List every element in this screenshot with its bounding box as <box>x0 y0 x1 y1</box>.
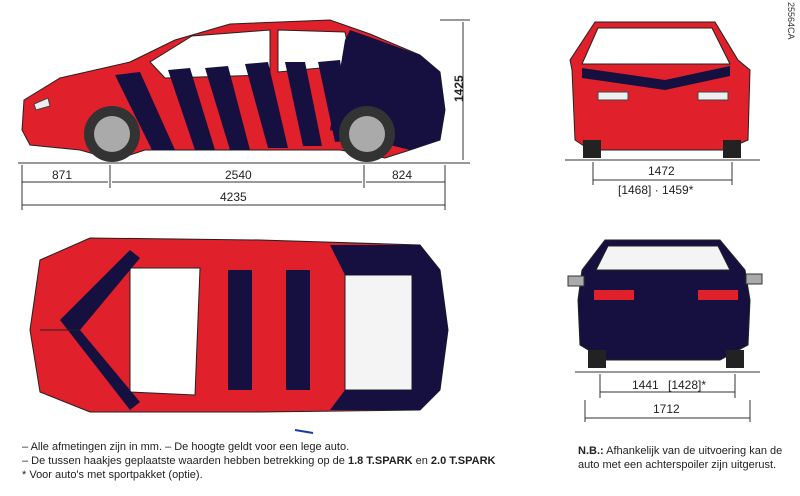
footnote-1: – Alle afmetingen zijn in mm. – De hoogt… <box>22 441 350 453</box>
footnote-2: – De tussen haakjes geplaatste waarden h… <box>22 455 496 467</box>
rear-track-alt-label: [1428]* <box>668 378 707 392</box>
height-label: 1425 <box>452 75 466 102</box>
rear-overhang-label: 824 <box>392 168 413 182</box>
front-overhang-label: 871 <box>52 168 73 182</box>
front-track-alt-label: [1468] · 1459* <box>618 183 694 197</box>
front-dimension-lines <box>565 159 760 185</box>
wheelbase-label: 2540 <box>225 168 252 182</box>
side-dimension-lines <box>18 19 470 210</box>
rear-dimension-lines <box>575 371 760 422</box>
footnotes: – Alle afmetingen zijn in mm. – De hoogt… <box>22 440 496 482</box>
nb-text: Afhankelijk van de uitvoering kan de aut… <box>578 445 783 471</box>
length-label: 4235 <box>220 190 247 204</box>
nb-note: N.B.: Afhankelijk van de uitvoering kan … <box>578 444 788 472</box>
side-view-car <box>21 19 446 162</box>
top-view-car <box>29 237 449 413</box>
nb-label: N.B.: <box>578 445 604 457</box>
front-track-label: 1472 <box>648 164 675 178</box>
front-view-car <box>569 21 751 158</box>
drawing-code: 25564CA <box>786 2 796 40</box>
pen-mark <box>294 429 314 434</box>
rear-width-label: 1712 <box>653 402 680 416</box>
rear-view-car <box>567 239 763 368</box>
rear-track-label: 1441 <box>632 378 659 392</box>
footnote-3: * Voor auto's met sportpakket (optie). <box>22 469 203 481</box>
